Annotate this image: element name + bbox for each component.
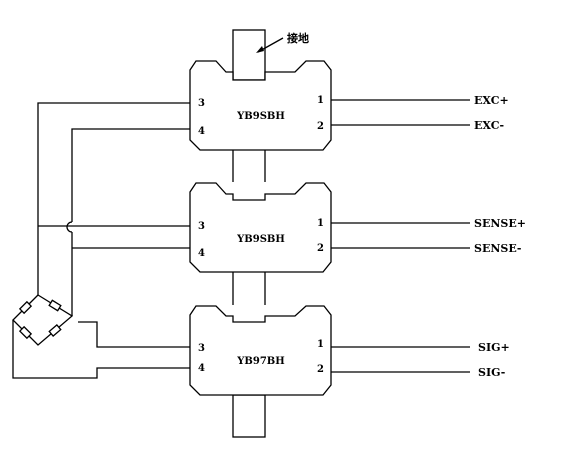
- module-2-pin-2: 2: [317, 243, 324, 254]
- module-2-pin-3: 3: [198, 221, 205, 232]
- ground-bar-top: [232, 29, 266, 81]
- label-sig-minus: SIG-: [478, 366, 505, 379]
- module-2-pin-4: 4: [198, 248, 205, 259]
- label-sense-minus: SENSE-: [474, 242, 521, 255]
- module-2-model: YB9SBH: [236, 234, 285, 245]
- module-3-model: YB97BH: [236, 356, 284, 367]
- ground-label: 接地: [287, 31, 309, 45]
- module-3-pin-2: 2: [317, 364, 324, 375]
- module-2: YB9SBH 3 4 1 2: [189, 182, 332, 273]
- module-1-pin-2: 2: [317, 121, 324, 132]
- module-1-model: YB9SBH: [236, 111, 285, 122]
- module-3-pin-4: 4: [198, 363, 205, 374]
- module-1: YB9SBH 3 4 1 2: [189, 60, 332, 151]
- arrow-head: [256, 46, 264, 53]
- module-3-pin-1: 1: [317, 339, 324, 350]
- bridge-sensor: [12, 294, 74, 346]
- ground-bar-bottom: [232, 394, 266, 438]
- label-exc-minus: EXC-: [474, 119, 504, 132]
- left-wiring: [12, 102, 190, 379]
- label-sense-plus: SENSE+: [474, 217, 526, 230]
- module-2-pin-1: 1: [317, 218, 324, 229]
- label-sig-plus: SIG+: [478, 341, 510, 354]
- module-1-pin-4: 4: [198, 126, 205, 137]
- label-exc-plus: EXC+: [474, 94, 509, 107]
- module-3-pin-3: 3: [198, 343, 205, 354]
- module-1-pin-3: 3: [198, 98, 205, 109]
- module-3: YB97BH 3 4 1 2: [189, 305, 332, 396]
- module-1-pin-1: 1: [317, 95, 324, 106]
